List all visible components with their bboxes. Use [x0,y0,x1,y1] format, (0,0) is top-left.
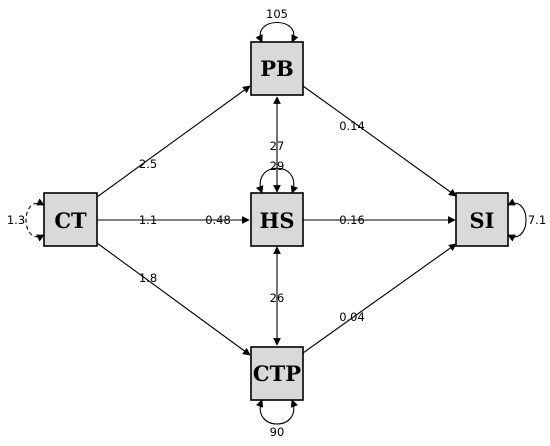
label-variance-hs: 29 [270,159,285,173]
node-hs: HS [250,192,304,247]
label-variance-ct: 1.3 [7,213,25,227]
edge-ct-ctp [96,242,251,356]
label-pb-si: 0.14 [339,119,365,133]
edge-pb-si [302,85,457,197]
variance-loop-si [507,198,527,242]
node-ctp-label: CTP [253,361,301,386]
node-si: SI [455,192,509,247]
node-ct: CT [43,192,98,247]
variance-loop-pb [255,22,299,43]
label-ct-pb: 2.5 [139,157,157,171]
edge-ct-pb [96,85,251,198]
label-variance-ctp: 90 [270,425,285,439]
label-ctp-si: 0.04 [339,310,365,324]
node-si-label: SI [470,208,495,233]
variance-loop-hs [256,167,298,194]
label-hs-si: 0.16 [339,213,365,227]
label-variance-pb: 105 [266,7,288,21]
label-ct-hs-a: 1.1 [139,213,157,227]
label-ct-ctp: 1.8 [139,271,157,285]
variance-loop-ctp [255,399,299,425]
variance-loop-ct [25,198,45,242]
label-pb-hs: 27 [270,139,285,153]
edge-ctp-si [302,243,457,354]
node-ctp: CTP [250,346,304,401]
label-variance-si: 7.1 [528,213,546,227]
label-hs-ctp: 26 [270,291,285,305]
node-pb: PB [250,41,304,96]
node-pb-label: PB [260,56,294,81]
node-hs-label: HS [259,208,294,233]
node-ct-label: CT [54,208,87,233]
label-ct-hs-b: 0.48 [205,213,231,227]
